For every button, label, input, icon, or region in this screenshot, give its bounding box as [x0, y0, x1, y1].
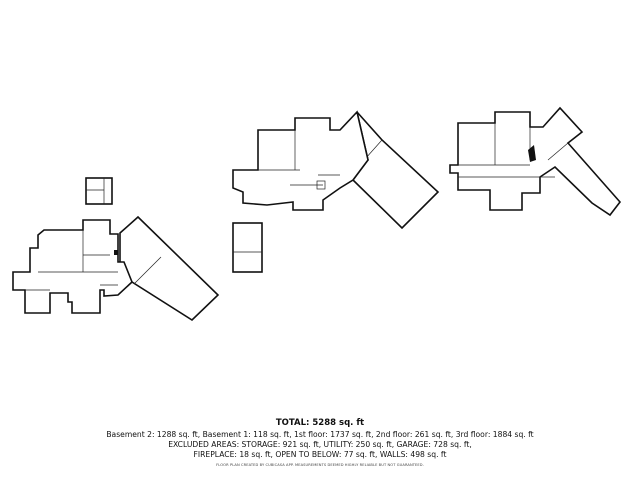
total-area: TOTAL: 5288 sq. ft [275, 418, 365, 428]
floor-plan-basement [12, 177, 220, 322]
basement-2-garage [119, 215, 220, 322]
interior-wall [133, 256, 162, 285]
disclaimer-footnote: FLOOR PLAN CREATED BY CUBICASA APP. MEAS… [216, 463, 424, 467]
fireplace-mark [528, 145, 536, 162]
first-floor-garage [351, 111, 440, 230]
floor-plan-first-floor [232, 110, 440, 273]
excluded-areas: EXCLUDED AREAS: STORAGE: 921 sq. ft, UTI… [168, 440, 472, 449]
floor-plan-drawing [12, 106, 622, 322]
basement-2-plan [12, 219, 133, 314]
other-areas: FIREPLACE: 18 sq. ft, OPEN TO BELOW: 77 … [193, 450, 447, 459]
fireplace-mark [114, 250, 118, 255]
basement-1-plan [85, 177, 113, 205]
closet-outline [316, 180, 326, 190]
third-floor-plan [449, 106, 622, 217]
floor-areas: Basement 2: 1288 sq. ft, Basement 1: 118… [106, 430, 534, 439]
second-floor-plan [232, 222, 263, 273]
interior-wall [547, 142, 569, 161]
first-floor-plan [232, 110, 369, 211]
floor-plan-third-floor [449, 106, 622, 217]
